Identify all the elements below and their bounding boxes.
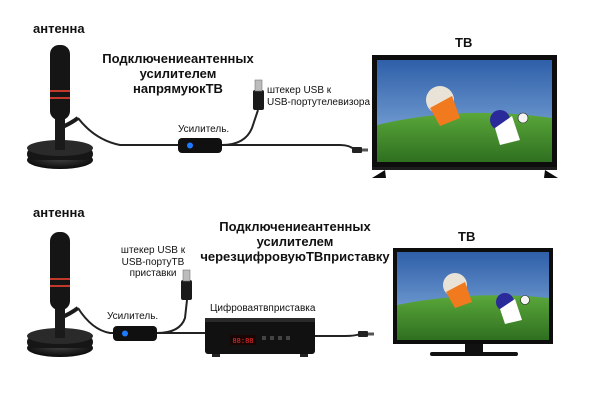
antenna-label-top: антенна [33,22,85,37]
title-bottom: Подключениеантенных усилителем черезцифр… [200,220,390,265]
set-top-box-label: Цифроваятвприставка [210,303,315,315]
set-top-box: 88:88 [205,318,315,357]
title-bottom-line-1: Подключениеантенных [200,220,390,235]
stb-display: 88:88 [232,338,253,346]
usb-label-top: штекер USB к USB-портутелевизора [267,85,370,108]
tv-label-top: ТВ [455,36,472,51]
amplifier-label-bottom: Усилитель. [107,311,158,323]
usb-label-bottom-line-1: штекер USB к [108,245,198,257]
amplifier-top [178,138,222,153]
coax-plug-top [352,147,368,153]
usb-label-bottom-line-3: приставки [108,268,198,280]
antenna-top [27,45,93,169]
amplifier-bottom [113,326,157,341]
title-bottom-line-3: черезцифровуюТВприставку [200,250,390,265]
usb-label-bottom: штекер USB к USB-портуТВ приставки [108,245,198,280]
antenna-label-bottom: антенна [33,206,85,221]
usb-label-top-line-1: штекер USB к [267,85,370,97]
usb-label-bottom-line-2: USB-портуТВ [108,257,198,269]
title-top: Подключениеантенных усилителем напрямуюк… [93,52,263,97]
title-top-line-1: Подключениеантенных [93,52,263,67]
amplifier-label-top: Усилитель. [178,124,229,136]
tv-label-bottom: ТВ [458,230,475,245]
tv-bottom [393,248,553,356]
tv-top [372,55,558,178]
title-bottom-line-2: усилителем [200,235,390,250]
title-top-line-2: усилителем [93,67,263,82]
title-top-line-3: напрямуюкТВ [93,82,263,97]
coax-plug-bottom [358,331,374,337]
cable-top [78,118,178,145]
usb-label-top-line-2: USB-портутелевизора [267,97,370,109]
antenna-bottom [27,232,93,357]
